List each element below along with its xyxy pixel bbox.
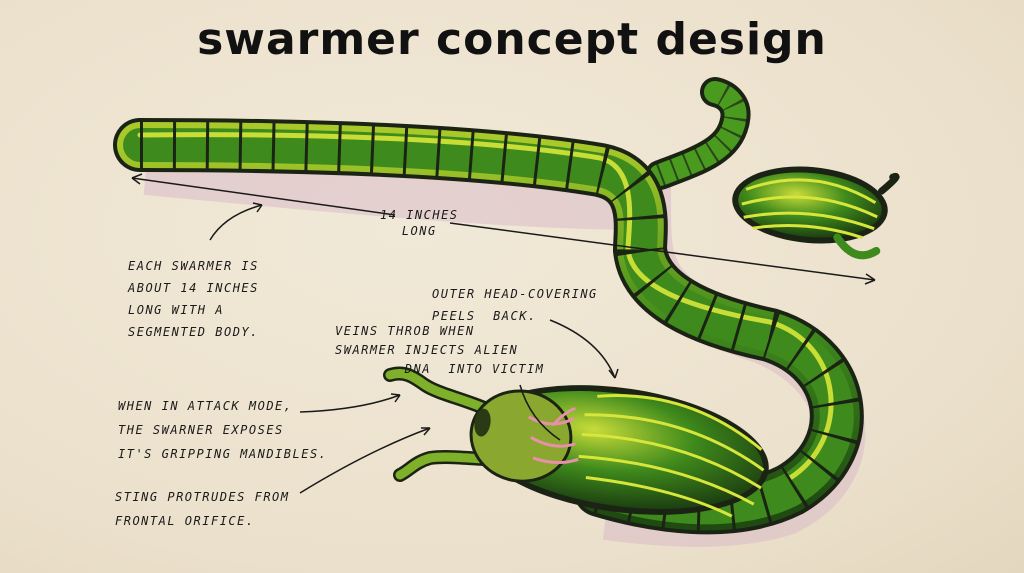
arrow-head-covering bbox=[549, 319, 616, 379]
arrow-veins bbox=[519, 384, 561, 441]
page-title: swarmer concept design bbox=[197, 14, 827, 65]
length-arrow-right bbox=[449, 222, 876, 281]
each-swarmer-note: EACH SWARMER IS ABOUT 14 INCHES LONG WIT… bbox=[128, 259, 259, 339]
head-covering-note: OUTER HEAD-COVERING PEELS BACK. bbox=[432, 287, 598, 323]
length-label: 14 INCHES LONG bbox=[380, 208, 459, 238]
length-arrow-left bbox=[131, 177, 396, 216]
upper-head bbox=[732, 166, 900, 260]
annotation-arrows bbox=[131, 173, 876, 494]
lower-head bbox=[469, 385, 769, 518]
sting-note: STING PROTRUDES FROM FRONTAL ORIFICE. bbox=[115, 490, 290, 528]
veins bbox=[527, 406, 579, 465]
veins-note: VEINS THROB WHEN SWARMER INJECTS ALIEN D… bbox=[335, 324, 545, 376]
arrow-sting bbox=[299, 427, 431, 494]
attack-mode-note: WHEN IN ATTACK MODE, THE SWARNER EXPOSES… bbox=[118, 399, 328, 461]
arrow-attack bbox=[299, 394, 401, 413]
arrow-each-swarmer bbox=[209, 204, 263, 241]
